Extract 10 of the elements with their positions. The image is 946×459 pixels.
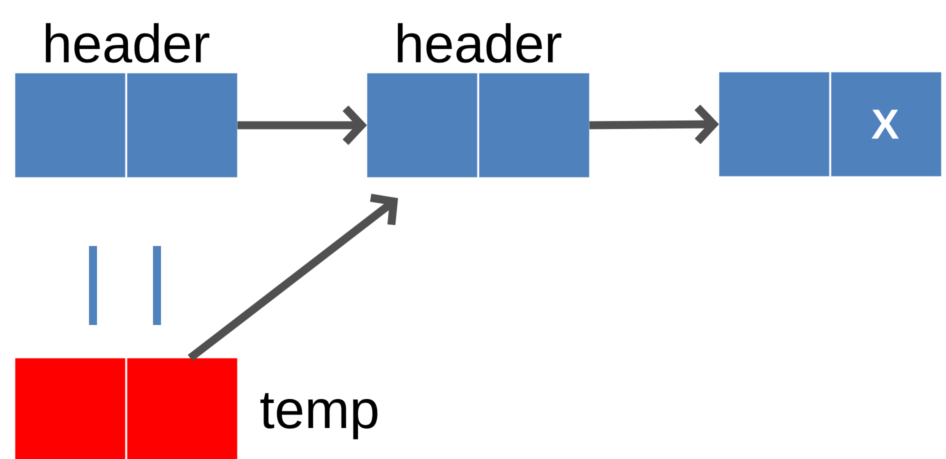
- arrow: [589, 104, 719, 144]
- list-node: X: [719, 72, 942, 176]
- list-node: header: [15, 23, 238, 178]
- node-label: temp: [260, 393, 378, 440]
- list-node: header: [367, 23, 590, 178]
- list-node: [15, 358, 238, 459]
- node-label: header: [46, 23, 210, 63]
- arrow: [188, 194, 398, 362]
- node-label: header: [398, 23, 562, 63]
- arrow: [237, 105, 367, 145]
